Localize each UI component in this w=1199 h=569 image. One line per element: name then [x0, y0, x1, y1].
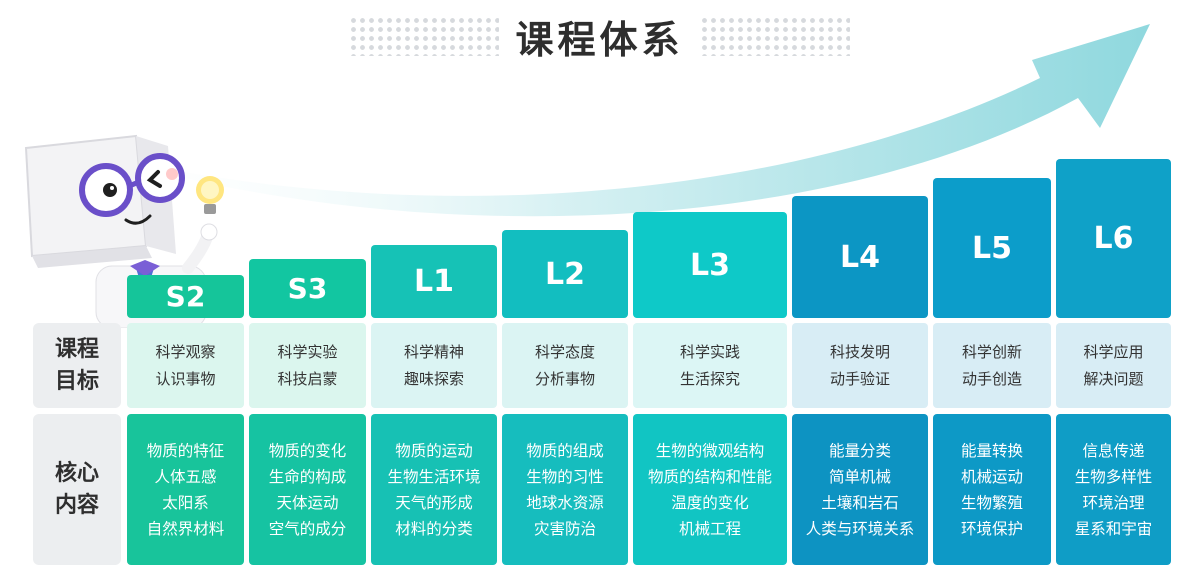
content-line: 生物繁殖 — [960, 493, 1023, 512]
goal-line: 科学创新 — [961, 342, 1022, 361]
level-name: L1 — [414, 264, 454, 299]
content-cell-l3: 生物的微观结构物质的结构和性能温度的变化机械工程 — [633, 414, 787, 565]
content-line: 简单机械 — [828, 467, 891, 486]
content-line: 人体五感 — [154, 467, 217, 486]
level-header-s2: S2 — [127, 275, 244, 318]
level-header-l4: L4 — [792, 196, 928, 318]
title-dots-left — [349, 16, 500, 56]
title-area: 课程体系 — [0, 8, 1199, 64]
content-cell-l2: 物质的组成生物的习性地球水资源灾害防治 — [502, 414, 628, 565]
content-line: 物质的运动 — [395, 441, 473, 460]
goal-line: 科学实验 — [277, 342, 338, 361]
goal-line: 科技发明 — [829, 342, 890, 361]
level-header-l5: L5 — [933, 178, 1051, 318]
row-label-content: 核心 内容 — [33, 414, 121, 565]
content-line: 星系和宇宙 — [1074, 519, 1153, 538]
goal-line: 科学观察 — [155, 342, 216, 361]
level-name: S2 — [165, 280, 206, 313]
goal-line: 动手验证 — [829, 369, 890, 388]
content-line: 天气的形成 — [395, 493, 473, 512]
content-line: 生物多样性 — [1074, 467, 1153, 486]
goal-line: 科学实践 — [679, 342, 740, 361]
level-name: S3 — [287, 272, 328, 305]
goal-line: 科学应用 — [1083, 342, 1144, 361]
level-header-s3: S3 — [249, 259, 366, 318]
row-label-goals-line1: 课程 目标 — [54, 336, 99, 394]
content-cell-s2: 物质的特征人体五感太阳系自然界材料 — [127, 414, 244, 565]
goal-cell-s2: 科学观察认识事物 — [127, 323, 244, 408]
content-line: 信息传递 — [1082, 441, 1145, 460]
content-cell-l5: 能量转换机械运动生物繁殖环境保护 — [933, 414, 1051, 565]
content-cell-l4: 能量分类简单机械土壤和岩石人类与环境关系 — [792, 414, 928, 565]
goal-cell-l3: 科学实践生活探究 — [633, 323, 787, 408]
goal-cell-s3: 科学实验科技启蒙 — [249, 323, 366, 408]
content-line: 环境保护 — [960, 519, 1023, 538]
content-line: 人类与环境关系 — [805, 519, 915, 538]
content-line: 天体运动 — [276, 493, 339, 512]
content-line: 机械运动 — [960, 467, 1023, 486]
goal-line: 生活探究 — [679, 369, 740, 388]
goal-cell-l2: 科学态度分析事物 — [502, 323, 628, 408]
content-line: 机械工程 — [678, 519, 741, 538]
level-header-l2: L2 — [502, 230, 628, 318]
content-line: 环境治理 — [1082, 493, 1145, 512]
content-line: 自然界材料 — [146, 519, 225, 538]
content-cell-l6: 信息传递生物多样性环境治理星系和宇宙 — [1056, 414, 1171, 565]
content-line: 土壤和岩石 — [821, 493, 899, 512]
content-line: 空气的成分 — [268, 519, 347, 538]
goal-line: 科学精神 — [403, 342, 464, 361]
content-line: 能量转换 — [960, 441, 1023, 460]
level-name: L4 — [840, 239, 880, 275]
content-line: 材料的分类 — [395, 519, 473, 538]
goal-line: 趣味探索 — [403, 369, 464, 388]
goal-cell-l5: 科学创新动手创造 — [933, 323, 1051, 408]
row-label-content-line1: 核心 内容 — [54, 460, 99, 518]
level-name: L2 — [545, 256, 585, 292]
level-name: L5 — [972, 230, 1012, 266]
goal-line: 动手创造 — [961, 369, 1022, 388]
content-line: 生物的习性 — [526, 467, 604, 486]
level-header-l3: L3 — [633, 212, 787, 318]
level-header-l1: L1 — [371, 245, 497, 318]
level-name: L6 — [1093, 221, 1134, 256]
goal-cell-l4: 科技发明动手验证 — [792, 323, 928, 408]
content-line: 温度的变化 — [671, 493, 749, 512]
row-label-goals: 课程 目标 — [33, 323, 121, 408]
content-cell-l1: 物质的运动生物生活环境天气的形成材料的分类 — [371, 414, 497, 565]
goal-line: 解决问题 — [1083, 369, 1144, 388]
content-line: 太阳系 — [162, 493, 209, 512]
goal-cell-l6: 科学应用解决问题 — [1056, 323, 1171, 408]
content-line: 物质的变化 — [268, 441, 347, 460]
growth-arrow-body — [80, 24, 1150, 217]
content-line: 灾害防治 — [533, 519, 596, 538]
content-line: 物质的特征 — [146, 441, 225, 460]
content-line: 物质的结构和性能 — [647, 467, 772, 486]
page-title: 课程体系 — [515, 17, 684, 62]
content-line: 生物生活环境 — [387, 467, 481, 486]
level-name: L3 — [690, 247, 730, 283]
title-dots-right — [699, 16, 850, 56]
content-line: 生物的微观结构 — [655, 441, 765, 460]
goal-line: 认识事物 — [155, 369, 216, 388]
level-header-l6: L6 — [1056, 159, 1171, 318]
content-line: 生命的构成 — [268, 467, 347, 486]
content-cell-s3: 物质的变化生命的构成天体运动空气的成分 — [249, 414, 366, 565]
goal-line: 科学态度 — [534, 342, 595, 361]
goal-line: 科技启蒙 — [277, 369, 338, 388]
goal-cell-l1: 科学精神趣味探索 — [371, 323, 497, 408]
content-line: 地球水资源 — [526, 493, 604, 512]
content-line: 物质的组成 — [526, 441, 604, 460]
content-line: 能量分类 — [828, 441, 891, 460]
goal-line: 分析事物 — [534, 369, 595, 388]
